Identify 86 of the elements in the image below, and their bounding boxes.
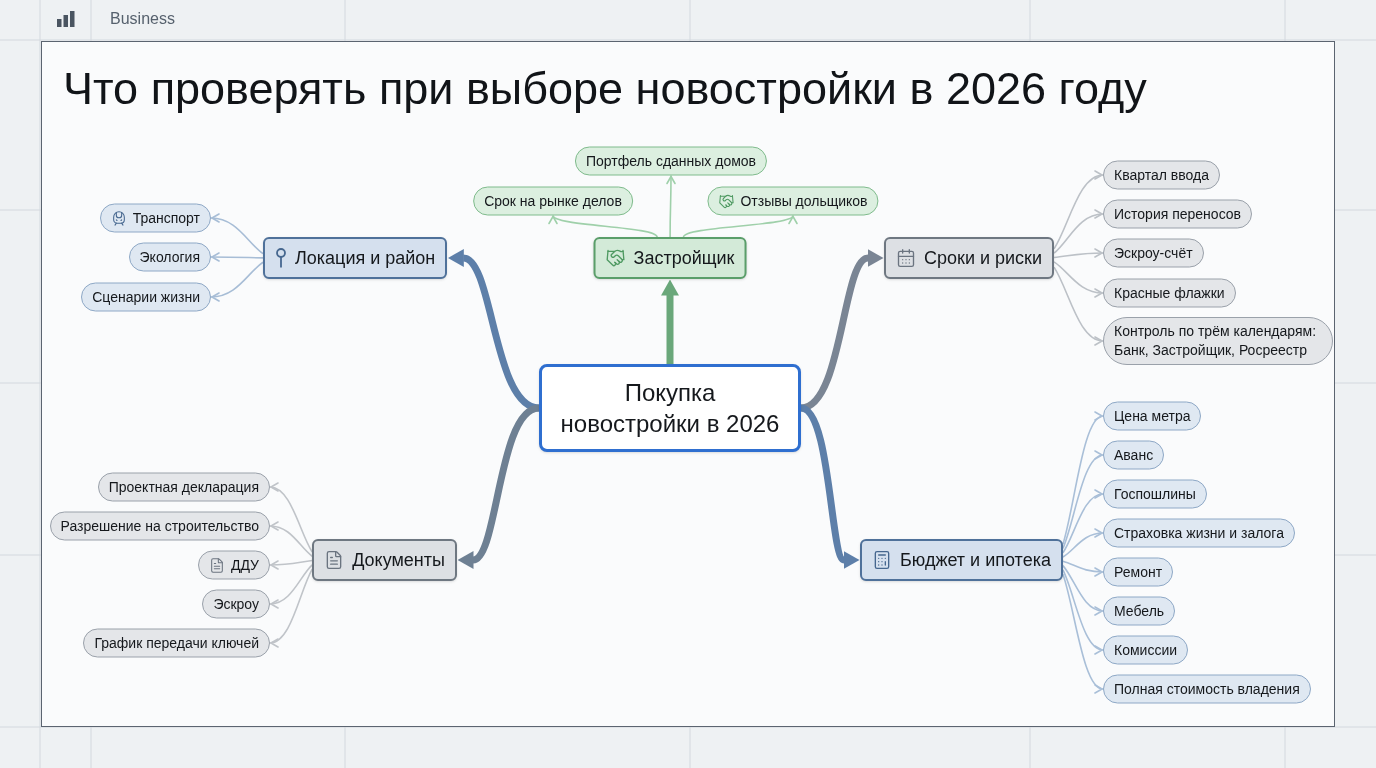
- node-label: История переносов: [1114, 204, 1242, 224]
- topic-box: [860, 539, 1063, 581]
- subtopic-pill: [1103, 160, 1220, 190]
- branch-arrow: [459, 404, 541, 568]
- connector-arrow: [1062, 573, 1104, 692]
- node-label: Бюджет и ипотека: [900, 548, 1051, 572]
- node-label: Проектная декларация: [108, 477, 259, 497]
- topic-box: [263, 237, 448, 279]
- subtopic-pill: [1103, 278, 1236, 308]
- connector-arrow: [1053, 209, 1104, 254]
- subtopic-pill: [128, 242, 211, 272]
- node-label: Квартал ввода: [1114, 165, 1209, 185]
- connector-arrow: [269, 521, 313, 558]
- subtopic-pill: [1103, 557, 1174, 587]
- connector-arrow: [1062, 414, 1104, 545]
- node-label: ДДУ: [231, 555, 259, 575]
- subtopic-pill: [99, 203, 211, 233]
- connector-arrow: [210, 261, 264, 302]
- node-label: Транспорт: [132, 208, 200, 228]
- subtopic-pill: [1103, 199, 1253, 229]
- connector-arrow: [210, 213, 264, 255]
- node-label: Страховка жизни и залога: [1114, 523, 1284, 543]
- subtopic-pill: [1103, 635, 1189, 665]
- node-label: Цена метра: [1114, 406, 1191, 426]
- node-label: Документы: [352, 548, 445, 572]
- subtopic-pill: [83, 628, 270, 658]
- topic-box: [884, 237, 1054, 279]
- node-label: Госпошлины: [1114, 484, 1196, 504]
- connector-arrow: [210, 252, 264, 262]
- subtopic-pill: [1103, 596, 1176, 626]
- node-label: Полная стоимость владения: [1114, 679, 1300, 699]
- node-label: Портфель сданных домов: [585, 151, 757, 171]
- subtopic-pill: [202, 589, 270, 619]
- connector-arrow: [1062, 490, 1104, 554]
- subtopic-pill: [574, 146, 768, 176]
- section-label: Business: [110, 9, 175, 29]
- subtopic-pill: [1103, 518, 1295, 548]
- node-label: Разрешение на строительство: [60, 516, 259, 536]
- node-label: Красные флажки: [1114, 283, 1225, 303]
- topic-box: [312, 539, 457, 581]
- page-title: Что проверять при выборе новостройки в 2026 году: [63, 62, 1147, 116]
- node-label: Сроки и риски: [924, 246, 1042, 270]
- connector-arrow: [269, 564, 313, 608]
- connector-arrow: [1053, 171, 1104, 250]
- connector-arrow: [1053, 261, 1104, 298]
- node-label: Локация и район: [295, 246, 436, 270]
- node-label: Срок на рынке делов: [484, 191, 622, 211]
- subtopic-pill: [1103, 674, 1311, 704]
- subtopic-pill: [81, 282, 211, 312]
- node-label: Мебель: [1114, 601, 1165, 621]
- connector-arrow: [1062, 569, 1104, 653]
- connector-arrow: [1053, 248, 1104, 259]
- node-label: Эскроу-счёт: [1114, 243, 1193, 263]
- node-label: Экология: [139, 247, 200, 267]
- node-label: Застройщик: [633, 246, 735, 270]
- topic-box: [593, 237, 747, 279]
- node-label: Аванс: [1114, 445, 1154, 465]
- node-label: Ремонт: [1114, 562, 1163, 582]
- subtopic-pill: [473, 186, 633, 216]
- node-label: Контроль по трём календарям: Банк, Застройщик, Росреестр: [1114, 322, 1318, 360]
- node-label: Покупка новостройки в 2026: [559, 378, 781, 439]
- connector-arrow: [269, 568, 313, 647]
- branch-arrow: [799, 250, 882, 412]
- subtopic-pill: [1103, 317, 1333, 365]
- node-label: Отзывы дольщиков: [740, 191, 868, 211]
- subtopic-pill: [707, 186, 879, 216]
- connector-arrow: [666, 174, 676, 238]
- node-label: Эскроу: [213, 594, 259, 614]
- node-label: Сценарии жизни: [92, 287, 200, 307]
- branch-arrow: [799, 404, 856, 571]
- connector-arrow: [1062, 528, 1104, 558]
- connector-arrow: [1062, 564, 1104, 615]
- node-label: Комиссии: [1114, 640, 1178, 660]
- branch-arrow: [661, 279, 679, 364]
- subtopic-pill: [1103, 401, 1202, 431]
- node-label: График передачи ключей: [94, 633, 259, 653]
- connector-arrow: [1062, 560, 1104, 577]
- subtopic-pill: [1103, 479, 1207, 509]
- subtopic-pill: [1103, 238, 1204, 268]
- connector-arrow: [269, 483, 313, 553]
- connector-arrow: [269, 559, 313, 570]
- subtopic-pill: [97, 472, 270, 502]
- connector-arrow: [1062, 452, 1104, 550]
- subtopic-pill: [49, 511, 270, 541]
- central-topic-box: [539, 364, 801, 452]
- connector-arrow: [1053, 266, 1104, 345]
